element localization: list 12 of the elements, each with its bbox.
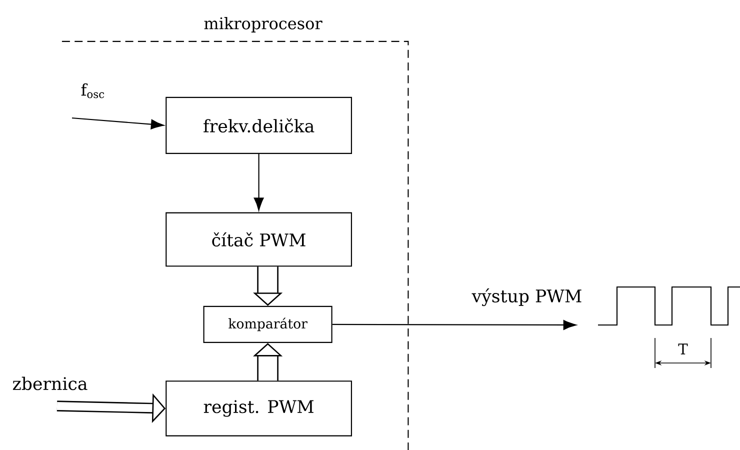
process-box: čítač PWM: [166, 212, 352, 267]
edge-label: f$_{osc}$: [81, 83, 104, 98]
edge-label: výstup PWM: [472, 288, 582, 306]
process-box: regist. PWM: [166, 380, 352, 436]
boundary-title: mikroprocesor: [204, 17, 322, 32]
arrow: [332, 320, 576, 330]
edge-label: zbernica: [12, 376, 88, 390]
arrow: [72, 117, 164, 130]
process-box: komparátor: [203, 306, 332, 343]
arrow: [254, 154, 264, 211]
dimension-label: T: [678, 344, 688, 354]
process-box: frekv.delička: [166, 96, 352, 154]
